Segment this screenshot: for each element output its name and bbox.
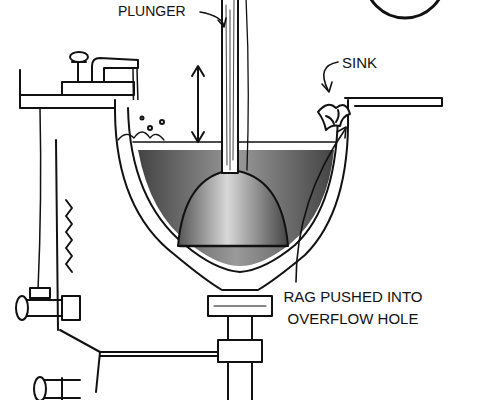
rag-callout: RAG PUSHED INTO OVERFLOW HOLE (283, 286, 423, 330)
plunger-label: PLUNGER (118, 0, 202, 22)
sink-label: SINK (342, 52, 402, 74)
